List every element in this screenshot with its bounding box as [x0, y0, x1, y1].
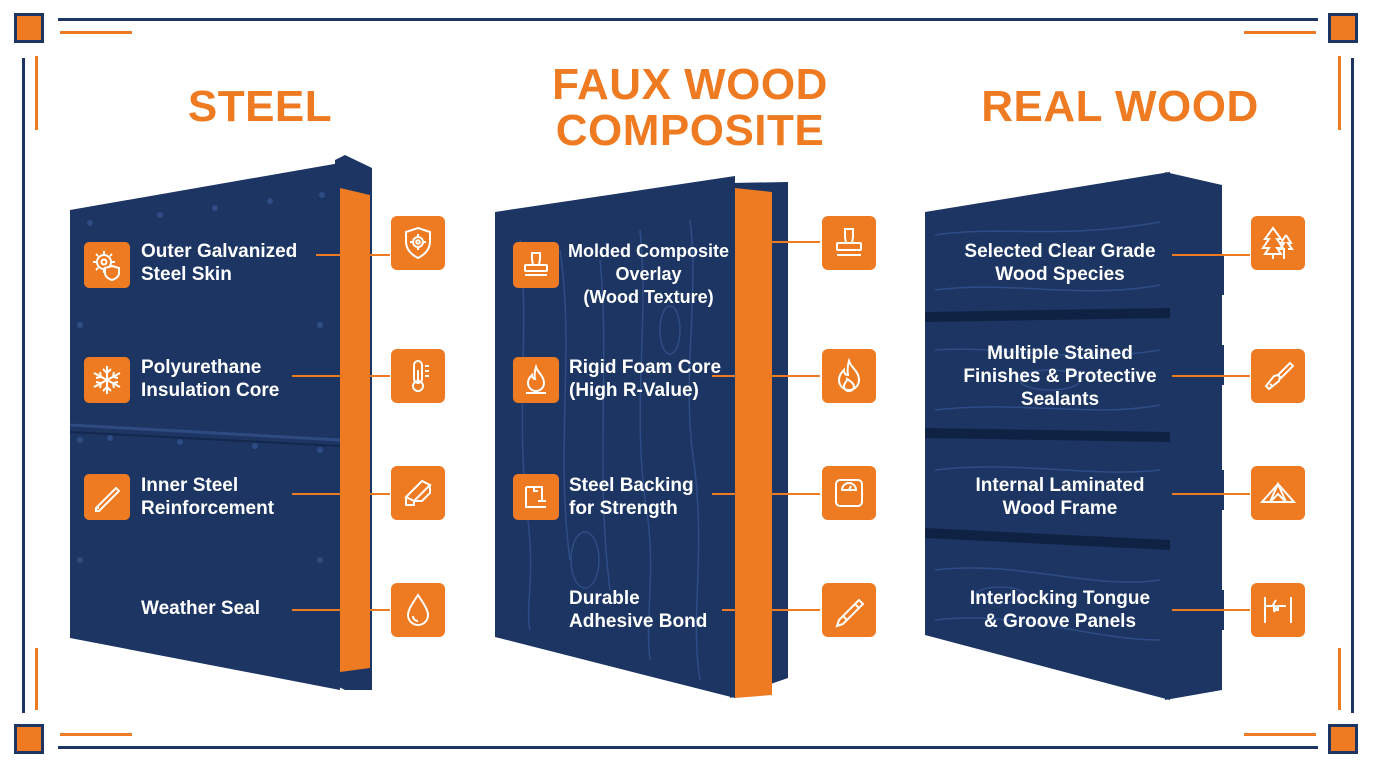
gear-shield-icon	[84, 242, 130, 288]
steel-leader-1	[316, 254, 390, 256]
faux-foam-edge	[735, 188, 772, 698]
flame-icon	[822, 349, 876, 403]
steel-title: STEEL	[187, 82, 333, 131]
faux-panel-face	[495, 176, 735, 698]
faux-wood-title: FAUX WOOD COMPOSITE	[552, 60, 828, 155]
wood-leader-4	[1172, 609, 1250, 611]
wood-leader-1	[1172, 254, 1250, 256]
corner-square-tr	[1328, 13, 1358, 43]
stamp-icon	[513, 242, 559, 288]
corner-square-tl	[14, 13, 44, 43]
flame-icon	[513, 357, 559, 403]
corner-square-bl	[14, 724, 44, 754]
wood-leader-3	[1172, 493, 1250, 495]
steel-feature-4-label: Weather Seal	[141, 598, 260, 619]
tongue-groove-icon	[1251, 583, 1305, 637]
steel-leader-3	[292, 493, 390, 495]
frame-accent-tr-h	[1244, 31, 1316, 34]
steel-panel-face	[70, 163, 340, 690]
frame-accent-bl-v	[35, 648, 38, 710]
steel-panel	[69, 155, 372, 690]
frame-accent-br-v	[1338, 648, 1341, 710]
frame-accent-tr-v	[1338, 56, 1341, 130]
glue-tube-icon	[822, 583, 876, 637]
paint-brush-icon	[1251, 349, 1305, 403]
pine-trees-icon	[1251, 216, 1305, 270]
real-wood-title: REAL WOOD	[981, 82, 1259, 131]
steel-leader-2	[292, 375, 390, 377]
frame-accent-bl-h	[60, 733, 132, 736]
faux-leader-3	[712, 493, 820, 495]
stamp-icon	[822, 216, 876, 270]
faux-wood-panel	[495, 176, 788, 698]
faux-leader-1	[772, 241, 820, 243]
water-drop-icon	[391, 583, 445, 637]
steel-beam-icon	[391, 466, 445, 520]
steel-foam-edge	[340, 188, 370, 672]
shield-gear-icon	[391, 216, 445, 270]
steel-leader-4	[292, 609, 390, 611]
weight-icon	[822, 466, 876, 520]
frame-left-line	[22, 58, 25, 713]
wood-feature-4-label: Interlocking Tongue& Groove Panels	[969, 588, 1151, 632]
corner-square-br	[1328, 724, 1358, 754]
faux-leader-4	[722, 609, 820, 611]
real-wood-panel	[925, 172, 1224, 700]
truss-frame-icon	[1251, 466, 1305, 520]
real-wood-edge	[1165, 172, 1222, 700]
clamp-icon	[513, 474, 559, 520]
steel-bar-icon	[84, 474, 130, 520]
frame-bottom-line	[58, 746, 1318, 749]
faux-leader-2	[712, 375, 820, 377]
frame-top-line	[58, 18, 1318, 21]
frame-accent-tl-v	[35, 56, 38, 130]
frame-accent-tl-h	[60, 31, 132, 34]
frame-right-line	[1351, 58, 1354, 713]
wood-leader-2	[1172, 375, 1250, 377]
faux-feature-2-label: Rigid Foam Core(High R-Value)	[569, 357, 722, 401]
frame-accent-br-h	[1244, 733, 1316, 736]
snowflake-icon	[84, 357, 130, 403]
thermometer-icon	[391, 349, 445, 403]
